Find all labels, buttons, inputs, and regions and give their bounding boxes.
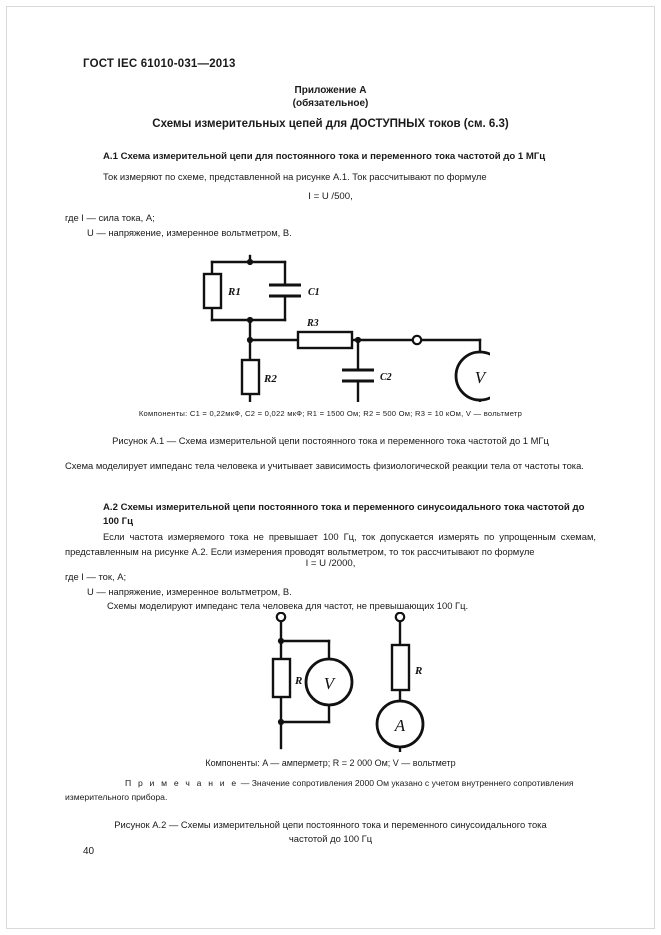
note-label: П р и м е ч а н и е [125,778,239,788]
resistor-r-left-label: R [294,675,302,687]
where-prefix-a1: где [65,212,79,223]
figure-a2-caption-line2: частотой до 100 Гц [288,833,373,844]
terminal-left-top [275,612,287,623]
capacitor-c2-label: C2 [380,372,392,383]
formula-a1: I = U /500, [308,191,353,202]
formula-a2: I = U /2000, [305,558,356,569]
figure-a2-svg: R V R A [271,612,425,752]
figure-a1-caption: Рисунок А.1 — Схема измерительной цепи п… [112,435,549,446]
page-number: 40 [83,846,95,857]
junction-node-top [246,258,254,266]
ammeter-a-body [375,699,425,749]
figure-a1-schematic: R1 C1 R3 R2 C2 [190,252,490,402]
where-line2-a2: U — напряжение, измеренное вольтметром, … [87,585,292,597]
voltmeter-v-left-label: V [324,674,337,693]
resistor-r1-body [202,272,223,310]
junction-node-left [246,336,254,344]
note-text: — Значение сопротивления 2000 Ом указано… [65,778,574,802]
resistor-r-left-body [271,657,292,699]
voltmeter-v-left-body [304,657,354,707]
where-line1-a2: I — ток, А; [81,571,127,582]
junction-node-c2-top [354,336,362,344]
section-a2-heading-line2: 100 Гц [103,516,134,527]
section-a2-heading: А.2 Схемы измерительной цепи постоянного… [103,501,598,529]
figure-a1-components: Компоненты: C1 = 0,22мкФ, C2 = 0,022 мкФ… [138,409,523,418]
voltmeter-v-label: V [475,368,488,387]
section-a2-intro: Если частота измеряемого тока не превыша… [65,531,596,557]
figure-a2-schematic: R V R A [248,612,468,752]
where-line2-a1: U — напряжение, измеренное вольтметром, … [87,226,292,238]
resistor-r3-label: R3 [306,318,319,329]
junction-left-bottom [277,718,285,726]
capacitor-c1-label: C1 [308,287,320,298]
section-a2-where: где I — ток, А; U — напряжение, измеренн… [65,570,565,614]
resistor-r2-label: R2 [263,373,277,385]
where-line1-a1: I — сила тока, А; [81,212,155,223]
terminal-right-top [394,612,406,623]
voltmeter-v-body [454,350,490,402]
figure-a1-svg: R1 C1 R3 R2 C2 [202,254,490,402]
resistor-r-right-body [390,643,411,692]
section-a1-where: где I — сила тока, А; U — напряжение, из… [65,211,545,240]
figure-a2-components: Компоненты: A — амперметр; R = 2 000 Ом;… [205,758,456,768]
section-a2-after-where: Схемы моделируют импеданс тела человека … [107,600,469,611]
capacitor-c2-body [342,368,374,383]
section-a1-after-figure: Схема моделирует импеданс тела человека … [65,460,584,471]
section-a2-heading-line1: А.2 Схемы измерительной цепи постоянного… [103,502,585,513]
resistor-r2-body [240,358,261,396]
section-a1-intro: Ток измеряют по схеме, представленной на… [103,171,487,182]
resistor-r1-label: R1 [227,286,241,298]
ammeter-a-label: A [394,716,406,735]
figure-a2-caption: Рисунок А.2 — Схемы измерительной цепи п… [0,818,661,846]
resistor-r-right-label: R [414,665,422,677]
annex-kind: (обязательное) [292,98,369,109]
figure-a2-caption-line1: Рисунок А.2 — Схемы измерительной цепи п… [114,819,547,830]
resistor-r3-body [296,330,354,350]
annex-title: Схемы измерительных цепей для ДОСТУПНЫХ … [152,118,509,130]
section-a2-note: П р и м е ч а н и е — Значение сопротивл… [65,777,596,804]
standard-header: ГОСТ IEC 61010-031—2013 [83,58,236,70]
terminal-top-right [411,334,423,346]
capacitor-c1-body [269,283,301,298]
where-prefix-a2: где [65,571,79,582]
section-a1-heading: А.1 Схема измерительной цепи для постоян… [103,151,546,162]
junction-node-block-bottom [246,316,254,324]
junction-left-top [277,637,285,645]
annex-label: Приложение А [294,85,367,96]
